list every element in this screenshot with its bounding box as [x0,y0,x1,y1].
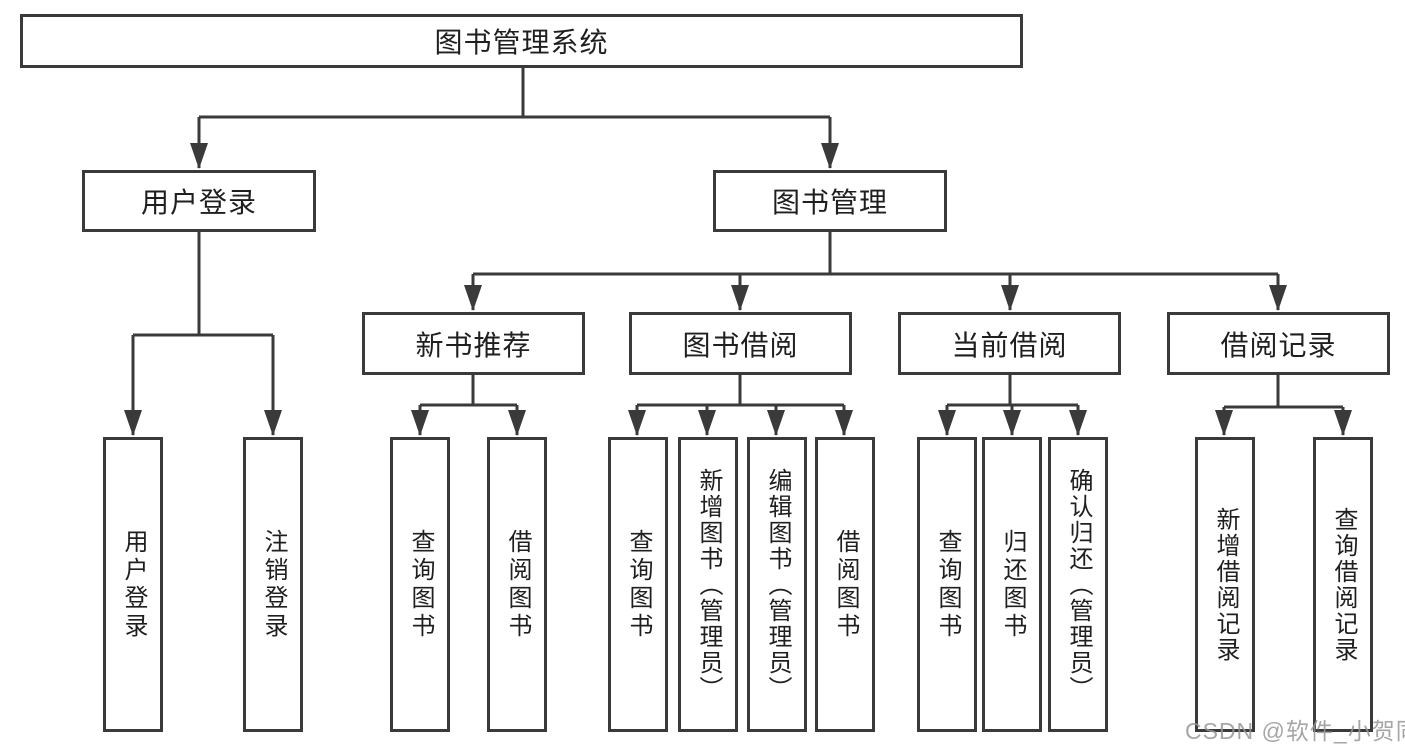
node-library-management-system: 图书管理系统 [20,14,1023,68]
node-label: 查询图书 [934,528,961,641]
node-book-management-branch: 图书管理 [713,170,947,232]
connector-book-mgmt-children [471,232,1280,310]
node-borrowing-records: 借阅记录 [1167,312,1390,375]
arrow-user-login [190,143,208,169]
connector-root-to-level2 [197,68,832,168]
arrow-leaf [767,410,785,436]
connector-user-login-children [131,232,275,435]
node-label: 借阅图书 [832,528,859,641]
arrow-borrow-record [1269,285,1287,311]
arrow-leaf [835,410,853,436]
arrow-leaf [1334,410,1352,436]
node-label: 借阅图书 [504,528,531,641]
node-label: 用户登录 [120,528,147,641]
arrow-leaf [264,410,282,436]
node-user-login-branch: 用户登录 [82,170,316,232]
node-label: 借阅记录 [1220,329,1337,361]
node-new-book-recommendation: 新书推荐 [362,312,585,375]
arrow-new-book [464,285,482,311]
leaf-query-books-borrowing: 查询图书 [608,437,668,732]
arrow-leaf [1069,410,1087,436]
leaf-confirm-return-admin: 确认归还（管理员） [1048,437,1108,732]
arrowheads [124,143,1352,436]
node-label: 新增图书（管理员） [695,467,722,702]
arrow-book-mgmt [821,143,839,169]
connector-records-children [1222,375,1345,435]
node-current-borrowing: 当前借阅 [898,312,1121,375]
arrow-leaf [1003,410,1021,436]
connector-new-book-children [418,375,519,435]
node-label: 当前借阅 [951,329,1068,361]
arrow-leaf [628,410,646,436]
node-label: 查询图书 [407,528,434,641]
leaf-add-borrow-record: 新增借阅记录 [1195,437,1255,732]
leaf-query-borrow-record: 查询借阅记录 [1313,437,1373,732]
leaf-query-books-current: 查询图书 [917,437,977,732]
leaf-edit-books-admin: 编辑图书（管理员） [747,437,807,732]
node-book-borrowing: 图书借阅 [629,312,852,375]
leaf-logout: 注销登录 [243,437,303,732]
arrow-leaf [698,410,716,436]
node-label: 编辑图书（管理员） [764,467,791,702]
leaf-add-books-admin: 新增图书（管理员） [678,437,738,732]
node-label: 查询借阅记录 [1330,506,1357,663]
node-label: 注销登录 [260,528,287,641]
connector-borrowing-children [635,375,846,435]
node-label: 用户登录 [140,187,257,218]
arrow-leaf [508,410,526,436]
leaf-query-books-recommend: 查询图书 [390,437,450,732]
leaf-borrow-books-recommend: 借阅图书 [487,437,547,732]
node-label: 新增借阅记录 [1212,506,1239,663]
leaf-borrow-books: 借阅图书 [815,437,875,732]
node-label: 新书推荐 [415,329,532,361]
arrow-leaf [411,410,429,436]
arrow-current-borrow [1001,285,1019,311]
node-label: 归还图书 [999,528,1026,641]
node-label: 查询图书 [625,528,652,641]
arrow-book-borrow [731,285,749,311]
node-label: 确认归还（管理员） [1065,467,1092,702]
leaf-user-login: 用户登录 [103,437,163,732]
leaf-return-books: 归还图书 [982,437,1042,732]
node-label: 图书管理系统 [434,27,609,58]
node-label: 图书管理 [771,187,888,218]
arrow-leaf [124,410,142,436]
node-label: 图书借阅 [682,329,799,361]
arrow-leaf [1215,410,1233,436]
arrow-leaf [938,410,956,436]
